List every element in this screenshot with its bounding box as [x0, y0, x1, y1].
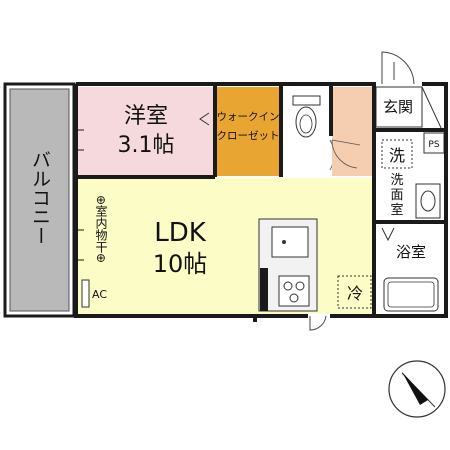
toilet-tank: [292, 95, 321, 106]
ldk-name: LDK: [154, 218, 207, 248]
entrance-hall: [331, 87, 374, 176]
entrance: 玄関: [375, 51, 443, 131]
north-arrow-icon: [388, 360, 446, 418]
ac-label: AC: [92, 288, 107, 301]
fridge-space: 冷: [337, 275, 372, 309]
bedroom-size: 3.1帖: [118, 133, 175, 158]
stove-icon: [278, 275, 310, 307]
washroom-label-1: 洗: [390, 173, 403, 188]
washroom-label-3: 室: [390, 202, 403, 218]
bathtub: [383, 277, 439, 312]
rear-door: [308, 313, 330, 331]
fridge-label: 冷: [347, 284, 363, 303]
bathroom: 浴室: [376, 224, 442, 316]
walls: [74, 82, 448, 322]
bedroom: 洋室 3.1帖: [78, 87, 215, 176]
wall-ticks: [76, 129, 84, 261]
indoor-drying-label: ⊕室内物干⊕: [94, 195, 108, 263]
balcony: バルコニー: [3, 82, 76, 318]
ac-unit: [81, 279, 90, 308]
toilet-room: [282, 87, 335, 176]
ps-label: PS: [428, 140, 439, 150]
washroom-label-2: 面: [390, 188, 403, 203]
walk-in-closet: ウォークイン クローゼット: [199, 87, 280, 176]
closet-label-line2: クローゼット: [217, 130, 280, 142]
bathroom-label: 浴室: [396, 243, 426, 261]
kitchen-sink: [271, 226, 309, 258]
toilet-icon: [295, 106, 317, 138]
bedroom-name: 洋室: [124, 104, 168, 129]
washer-label: 洗: [389, 146, 405, 165]
washroom: 洗 洗 面 室: [376, 133, 441, 221]
ldk: LDK 10帖 ⊕室内物干⊕ AC: [78, 178, 374, 314]
entrance-label: 玄関: [383, 98, 413, 116]
ldk-size: 10帖: [153, 250, 208, 278]
closet-label-line1: ウォークイン: [217, 111, 280, 123]
washer-space: [381, 139, 413, 169]
vanity-sink: [415, 183, 441, 219]
front-door-swing: [381, 51, 415, 85]
pipe-space: PS: [423, 132, 445, 154]
kitchen-counter: [258, 218, 318, 312]
balcony-label: バルコニー: [29, 150, 51, 245]
